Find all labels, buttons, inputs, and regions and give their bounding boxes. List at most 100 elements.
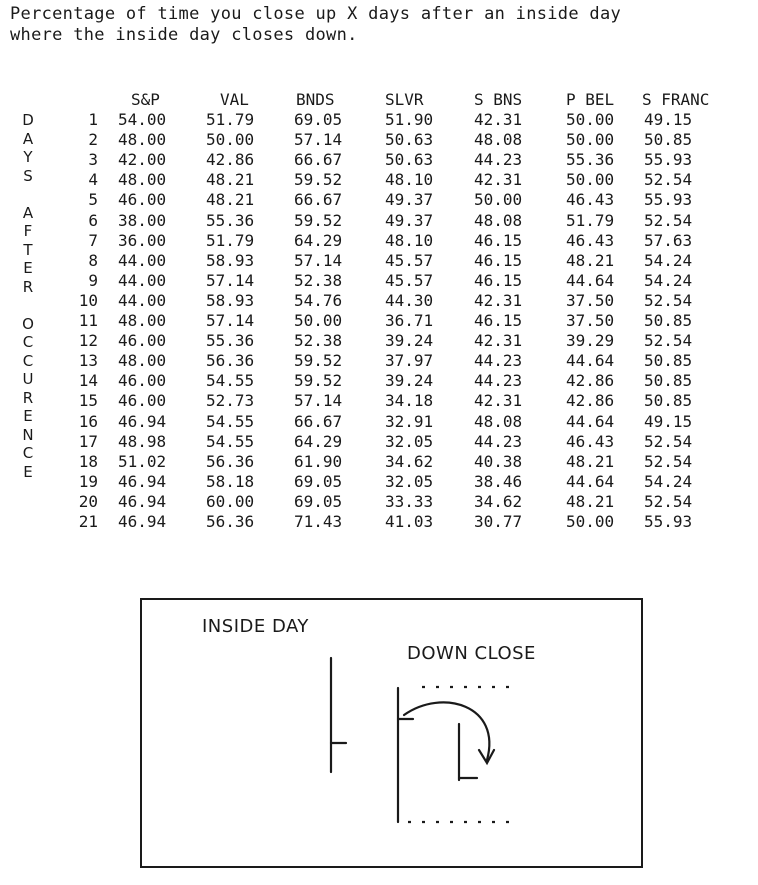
- table-cell: 71.43: [294, 512, 343, 531]
- table-cell: 32.91: [385, 411, 434, 431]
- row-day-number: 20: [78, 491, 98, 511]
- row-day-number: 1: [88, 110, 98, 129]
- table-cell: 42.86: [566, 391, 615, 411]
- table-cell: 48.10: [385, 170, 434, 190]
- table-cell: 46.43: [566, 190, 615, 210]
- table-cell: 44.30: [385, 290, 434, 310]
- table-cell: 46.94: [118, 411, 167, 431]
- side-label-char: [17, 296, 39, 315]
- table-cell: 30.77: [474, 512, 523, 531]
- row-day-number: 12: [78, 331, 98, 351]
- table-cell: 49.15: [644, 411, 693, 431]
- table-cell: 60.00: [206, 491, 255, 511]
- table-cell: 42.31: [474, 331, 523, 351]
- table-cell: 37.50: [566, 290, 615, 310]
- table-cell: 45.57: [385, 250, 434, 270]
- table-cell: 51.79: [206, 230, 255, 250]
- table-cell: 48.08: [474, 210, 523, 230]
- row-day-number: 5: [88, 190, 98, 210]
- table-cell: 44.64: [566, 351, 615, 371]
- table-cell: 50.00: [474, 190, 523, 210]
- table-cell: 57.14: [206, 270, 255, 290]
- inside-day-diagram: INSIDE DAY DOWN CLOSE: [140, 598, 643, 868]
- table-cell: 56.36: [206, 512, 255, 531]
- side-label-char: U: [22, 370, 34, 388]
- column-header: VAL: [220, 90, 249, 109]
- table-cell: 61.90: [294, 451, 343, 471]
- row-day-number: 4: [88, 170, 98, 190]
- table-cell: 50.00: [206, 130, 255, 150]
- side-label-char: F: [23, 222, 33, 240]
- table-cell: 59.52: [294, 351, 343, 371]
- title-line-1: Percentage of time you close up X days a…: [10, 4, 622, 24]
- table-cell: 41.03: [385, 512, 434, 531]
- curved-arrow: [402, 701, 491, 762]
- table-cell: 46.94: [118, 512, 167, 531]
- table-cell: 50.00: [566, 170, 615, 190]
- table-cell: 44.64: [566, 411, 615, 431]
- table-cell: 50.63: [385, 150, 434, 170]
- table-cell: 54.55: [206, 411, 255, 431]
- table-cell: 48.10: [385, 230, 434, 250]
- table-cell: 50.00: [566, 130, 615, 150]
- table-cell: 57.14: [294, 250, 343, 270]
- row-day-number: 17: [78, 431, 98, 451]
- table-cell: 44.23: [474, 351, 523, 371]
- table-cell: 57.14: [294, 130, 343, 150]
- table-cell: 49.15: [644, 110, 693, 129]
- table-cell: 55.93: [644, 512, 693, 531]
- column-header: S&P: [131, 90, 160, 109]
- table-cell: 54.24: [644, 270, 693, 290]
- table-cell: 42.31: [474, 290, 523, 310]
- table-cell: 50.85: [644, 130, 693, 150]
- table-cell: 57.14: [206, 311, 255, 330]
- table-cell: 54.24: [644, 471, 693, 491]
- row-day-number: 16: [78, 411, 98, 431]
- table-cell: 44.00: [118, 250, 167, 270]
- column-header: P BEL: [566, 90, 615, 109]
- table-cell: 33.33: [385, 491, 434, 511]
- table-cell: 48.00: [118, 351, 167, 371]
- table-cell: 48.21: [206, 190, 255, 210]
- row-day-number: 8: [88, 250, 98, 270]
- table-cell: 36.00: [118, 230, 167, 250]
- table-cell: 52.54: [644, 451, 693, 471]
- side-label-char: A: [22, 129, 34, 148]
- table-cell: 48.08: [474, 411, 523, 431]
- table-cell: 55.36: [566, 150, 615, 170]
- side-label-char: O: [22, 314, 34, 333]
- side-label-char: T: [23, 240, 33, 259]
- table-cell: 39.24: [385, 371, 434, 391]
- table-cell: 51.79: [566, 210, 615, 230]
- table-cell: 37.97: [385, 351, 434, 371]
- table-cell: 44.00: [118, 270, 167, 290]
- inside-day-label: INSIDE DAY: [202, 616, 309, 637]
- table-cell: 54.55: [206, 431, 255, 451]
- side-label-char: C: [22, 444, 34, 462]
- table-cell: 50.85: [644, 391, 693, 411]
- table-cell: 46.15: [474, 311, 523, 330]
- table-cell: 69.05: [294, 491, 343, 511]
- table-cell: 52.54: [644, 210, 693, 230]
- table-cell: 37.50: [566, 311, 615, 330]
- table-cell: 49.37: [385, 210, 434, 230]
- side-label-char: E: [23, 259, 33, 277]
- side-label-char: D: [22, 111, 34, 129]
- page-title: Percentage of time you close up X days a…: [10, 4, 755, 46]
- table-cell: 56.36: [206, 351, 255, 371]
- table-cell: 48.00: [118, 170, 167, 190]
- bar-sketch: [329, 656, 520, 824]
- table-cell: 46.94: [118, 471, 167, 491]
- row-day-number: 7: [88, 230, 98, 250]
- table-cell: 49.37: [385, 190, 434, 210]
- table-cell: 57.63: [644, 230, 693, 250]
- row-day-number: 6: [88, 210, 98, 230]
- table-cell: 50.85: [644, 311, 693, 330]
- table-cell: 46.00: [118, 331, 167, 351]
- table-cell: 48.00: [118, 130, 167, 150]
- table-cell: 46.00: [118, 391, 167, 411]
- row-day-number: 2: [88, 130, 98, 150]
- table-cell: 66.67: [294, 411, 343, 431]
- table-cell: 36.71: [385, 311, 434, 330]
- table-cell: 48.21: [566, 250, 615, 270]
